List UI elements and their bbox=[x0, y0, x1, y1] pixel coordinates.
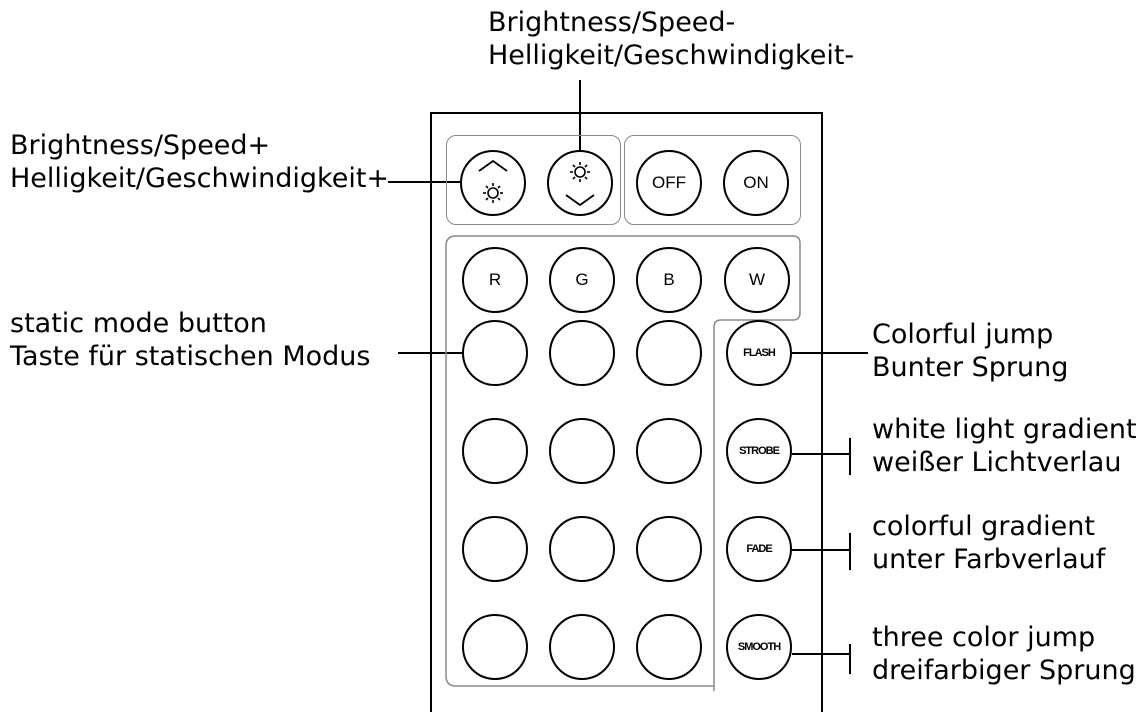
flash-label-en: Colorful jump bbox=[872, 319, 1054, 350]
brightness-down-label-de: Helligkeit/Geschwindigkeit- bbox=[488, 40, 855, 71]
static-color-button-3[interactable] bbox=[636, 320, 702, 386]
static-color-button-7[interactable] bbox=[462, 516, 528, 582]
fade-leader-vertical bbox=[849, 533, 851, 570]
static-mode-label-de: Taste für statischen Modus bbox=[10, 341, 371, 372]
color-grid-group-outline bbox=[445, 235, 801, 691]
strobe-leader-vertical bbox=[849, 438, 851, 475]
green-button-label: G bbox=[575, 270, 589, 289]
chevron-up-icon bbox=[478, 159, 508, 172]
smooth-label: three color jump dreifarbiger Sprung bbox=[872, 621, 1136, 687]
on-button-label: ON bbox=[743, 173, 769, 192]
flash-button-label: FLASH bbox=[743, 347, 776, 359]
chevron-down-icon bbox=[565, 194, 595, 207]
static-color-button-11[interactable] bbox=[549, 614, 615, 680]
smooth-button[interactable]: SMOOTH bbox=[726, 614, 792, 680]
static-mode-label-en: static mode button bbox=[10, 308, 267, 339]
brightness-group bbox=[446, 135, 621, 225]
brightness-up-leader bbox=[388, 181, 462, 183]
off-button[interactable]: OFF bbox=[636, 150, 702, 216]
strobe-label: white light gradient weißer Lichtverlau bbox=[872, 413, 1137, 479]
smooth-label-en: three color jump bbox=[872, 622, 1096, 653]
on-button[interactable]: ON bbox=[723, 150, 789, 216]
brightness-up-icons bbox=[478, 159, 508, 203]
brightness-down-label-en: Brightness/Speed- bbox=[488, 7, 736, 38]
white-button[interactable]: W bbox=[724, 247, 790, 313]
brightness-up-label-de: Helligkeit/Geschwindigkeit+ bbox=[10, 163, 390, 194]
static-color-button-10[interactable] bbox=[462, 614, 528, 680]
static-color-button-8[interactable] bbox=[549, 516, 615, 582]
red-button-label: R bbox=[488, 270, 502, 289]
strobe-button-label: STROBE bbox=[739, 445, 780, 457]
fade-label: colorful gradient unter Farbverlauf bbox=[872, 510, 1105, 576]
static-color-button-2[interactable] bbox=[549, 320, 615, 386]
flash-leader bbox=[792, 352, 868, 354]
fade-label-en: colorful gradient bbox=[872, 511, 1095, 542]
remote-control bbox=[430, 112, 823, 712]
brightness-down-leader bbox=[579, 80, 581, 158]
white-button-label: W bbox=[748, 270, 766, 289]
green-button[interactable]: G bbox=[549, 247, 615, 313]
strobe-button[interactable]: STROBE bbox=[726, 418, 792, 484]
static-color-button-4[interactable] bbox=[462, 418, 528, 484]
sun-icon bbox=[483, 183, 503, 203]
fade-button[interactable]: FADE bbox=[726, 516, 792, 582]
static-color-button-12[interactable] bbox=[636, 614, 702, 680]
fade-label-de: unter Farbverlauf bbox=[872, 544, 1106, 575]
smooth-label-de: dreifarbiger Sprung bbox=[872, 655, 1136, 686]
flash-button[interactable]: FLASH bbox=[726, 320, 792, 386]
brightness-down-button[interactable] bbox=[547, 150, 613, 216]
off-button-label: OFF bbox=[652, 173, 686, 192]
static-color-button-6[interactable] bbox=[636, 418, 702, 484]
strobe-label-en: white light gradient bbox=[872, 414, 1137, 445]
static-color-button-5[interactable] bbox=[549, 418, 615, 484]
smooth-leader-vertical bbox=[849, 644, 851, 674]
brightness-down-label: Brightness/Speed- Helligkeit/Geschwindig… bbox=[488, 6, 854, 72]
blue-button-label: B bbox=[663, 270, 675, 289]
blue-button[interactable]: B bbox=[636, 247, 702, 313]
brightness-up-button[interactable] bbox=[460, 150, 526, 216]
flash-label: Colorful jump Bunter Sprung bbox=[872, 318, 1068, 384]
flash-label-de: Bunter Sprung bbox=[872, 352, 1069, 383]
brightness-down-icons bbox=[565, 162, 595, 207]
smooth-button-label: SMOOTH bbox=[737, 641, 781, 653]
power-group bbox=[624, 135, 801, 225]
red-button[interactable]: R bbox=[462, 247, 528, 313]
sun-icon bbox=[570, 162, 590, 182]
fade-button-label: FADE bbox=[746, 543, 772, 555]
static-color-button-1[interactable] bbox=[462, 320, 528, 386]
strobe-label-de: weißer Lichtverlau bbox=[872, 447, 1122, 478]
static-color-button-9[interactable] bbox=[636, 516, 702, 582]
static-mode-label: static mode button Taste für statischen … bbox=[10, 307, 370, 373]
brightness-up-label-en: Brightness/Speed+ bbox=[10, 130, 271, 161]
brightness-up-label: Brightness/Speed+ Helligkeit/Geschwindig… bbox=[10, 129, 389, 195]
